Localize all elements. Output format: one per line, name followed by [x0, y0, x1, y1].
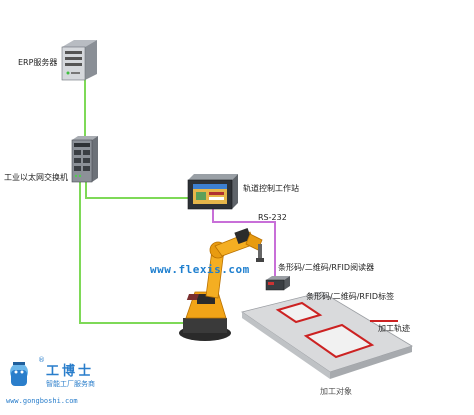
rfid-reader-icon — [265, 276, 290, 291]
work-table — [241, 291, 413, 379]
ethernet-switch-label: 工业以太网交换机 — [4, 173, 68, 182]
brand-url: www.gongboshi.com — [6, 397, 78, 405]
workstation-label: 轨道控制工作站 — [243, 184, 299, 193]
erp-server-icon — [61, 40, 97, 81]
brand-registered: ® — [38, 356, 45, 364]
brand-tagline: 智能工厂服务商 — [46, 380, 95, 388]
ethernet-switch-icon — [71, 136, 98, 183]
switch-to-robot-link — [79, 180, 186, 324]
site-watermark: www.flexis.com — [150, 263, 250, 276]
brand-name: 工博士 — [46, 364, 95, 379]
switch-to-workstation-link — [85, 180, 198, 199]
erp-server-label: ERP服务器 — [18, 58, 58, 67]
rfid-tag-label: 条形码/二维码/RFID标签 — [306, 292, 395, 301]
rs232-label: RS-232 — [258, 213, 287, 222]
rail-track-lower — [303, 323, 375, 359]
brand-logo-icon — [10, 362, 28, 386]
rail-track-upper — [275, 301, 323, 324]
workstation-panel-icon — [187, 174, 238, 210]
bottom-caption: 加工对象 — [320, 387, 352, 396]
rs232-link — [212, 206, 276, 278]
robot-arm-icon — [179, 227, 264, 341]
rfid-reader-label: 条形码/二维码/RFID阅读器 — [278, 263, 375, 272]
rfid-tag-icon — [186, 294, 199, 300]
process-rail-label: 加工轨迹 — [378, 324, 410, 333]
ethernet-links — [79, 74, 198, 324]
